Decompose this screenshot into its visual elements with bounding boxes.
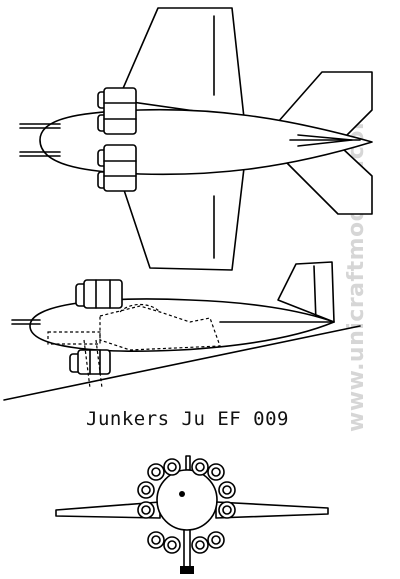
side-view-fuselage bbox=[29, 298, 335, 352]
front-view-landing-gear bbox=[180, 529, 194, 574]
top-view-lower-wing bbox=[117, 167, 245, 271]
side-view-ramp bbox=[3, 325, 361, 401]
top-view bbox=[19, 7, 373, 271]
side-view-gun bbox=[11, 319, 41, 325]
front-view-wing-left bbox=[55, 501, 161, 519]
top-view-guns bbox=[19, 123, 61, 157]
side-view-engines-top bbox=[75, 279, 123, 309]
side-view-engines-bottom bbox=[69, 349, 111, 375]
front-view-engines bbox=[137, 458, 236, 554]
top-view-engines-lower bbox=[97, 144, 137, 192]
top-view-upper-wing bbox=[117, 7, 245, 119]
front-view bbox=[55, 455, 329, 574]
top-view-engines-upper bbox=[97, 87, 137, 135]
front-view-fuselage bbox=[156, 469, 218, 531]
side-view bbox=[3, 261, 361, 401]
front-view-wing-right bbox=[215, 501, 329, 519]
aircraft-caption: Junkers Ju EF 009 bbox=[86, 408, 289, 430]
